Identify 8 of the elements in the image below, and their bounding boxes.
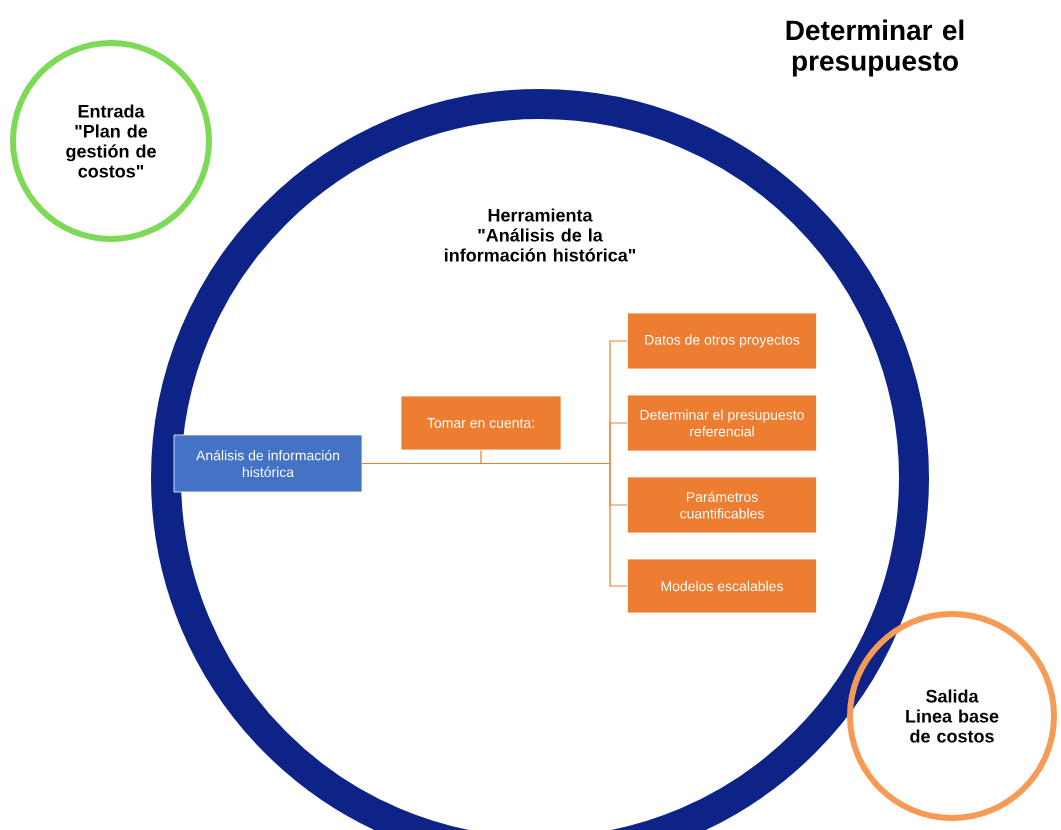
box: Datos de otros proyectos [627,312,817,370]
box: Parámetros cuantificables [627,476,817,534]
box: Análisis de información histórica [173,434,363,493]
box: Tomar en cuenta: [400,395,562,451]
connector [361,462,628,587]
box: Modelos escalables [627,558,817,614]
box: Determinar el presupuesto referencial [627,394,817,452]
title: Determinar el presupuesto [786,19,964,77]
